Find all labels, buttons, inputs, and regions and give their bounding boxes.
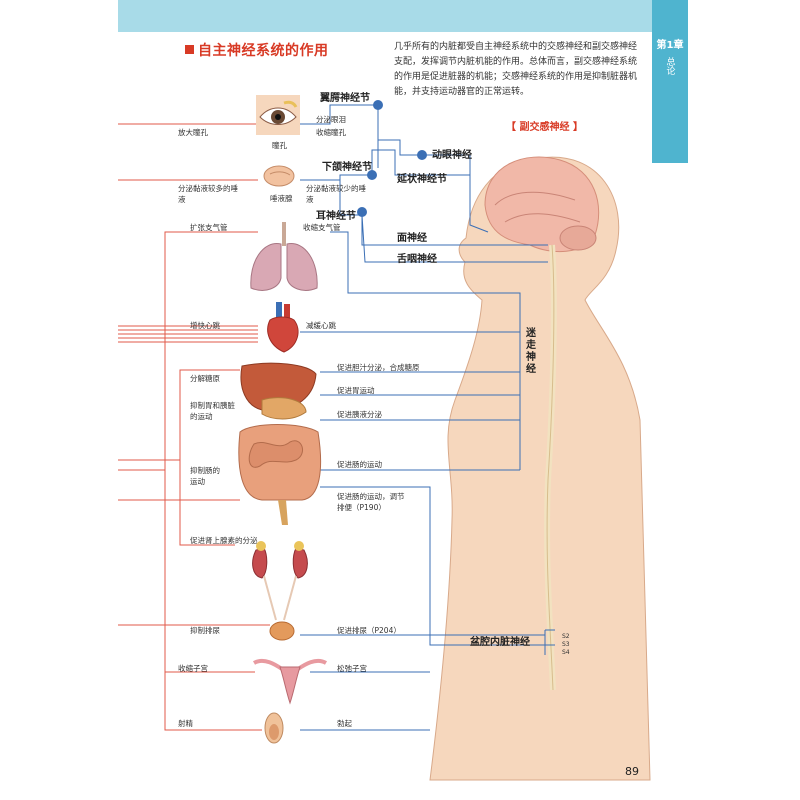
- sym-glycogen: 分解糖原: [190, 374, 220, 383]
- testis-illustration: [262, 710, 286, 750]
- body-silhouette: [429, 156, 651, 781]
- parasympathetic-title: 【 副交感神经 】: [506, 122, 583, 133]
- sym-bronchus: 扩张支气管: [190, 223, 228, 232]
- nerve-submandibular: 下颌神经节: [322, 162, 372, 173]
- header-band: [118, 0, 652, 32]
- ganglion-otic: [357, 207, 367, 217]
- sym-pupil: 放大瞳孔: [178, 128, 208, 137]
- para-erection: 勃起: [337, 719, 352, 728]
- para-intestine: 促进肠的运动: [337, 460, 382, 469]
- section-title: 自主神经系统的作用: [185, 40, 329, 60]
- segment-s3: S3: [562, 641, 570, 648]
- para-heart: 减缓心跳: [306, 321, 336, 330]
- para-tears: 分泌眼泪: [316, 115, 346, 124]
- salivary-label: 唾液腺: [270, 194, 293, 203]
- nerve-medulla: 延状神经节: [397, 174, 447, 185]
- intro-paragraph: 几乎所有的内脏都受自主神经系统中的交感神经和副交感神经支配，发挥调节内脏机能的作…: [394, 42, 638, 97]
- kidneys-illustration: [250, 540, 310, 629]
- ganglion-pterygopalatine: [373, 100, 383, 110]
- nerve-facial: 面神经: [397, 233, 427, 244]
- para-bronchus: 收缩支气管: [303, 223, 341, 232]
- ganglion-oculomotor: [417, 150, 427, 160]
- title-square-icon: [185, 45, 194, 54]
- para-urination: 促进排尿（P204）: [337, 626, 401, 635]
- para-pancreas: 促进胰液分泌: [337, 410, 382, 419]
- nerve-vagus: 迷走神经: [526, 328, 536, 375]
- sym-adrenal: 促进肾上腺素的分泌: [190, 536, 258, 545]
- para-stomach: 促进胃运动: [337, 386, 375, 395]
- nerve-pterygopalatine: 翼腭神经节: [320, 93, 370, 104]
- digestive-organs-illustration: [232, 360, 327, 529]
- lungs-illustration: [245, 222, 323, 300]
- cerebellum: [559, 225, 597, 251]
- nerve-oculomotor: 动眼神经: [432, 150, 472, 161]
- eye-illustration: [256, 95, 300, 135]
- sym-ejaculation: 射精: [178, 719, 193, 728]
- uterus-illustration: [250, 655, 330, 709]
- para-uterus: 松弛子宫: [337, 664, 367, 673]
- eye-label: 瞳孔: [272, 141, 287, 150]
- para-pupil: 收缩瞳孔: [316, 128, 346, 137]
- segment-s4: S4: [562, 649, 570, 656]
- para-saliva: 分泌黏液较少的唾液: [306, 184, 366, 204]
- heart-illustration: [262, 302, 302, 358]
- nerve-pelvic: 盆腔内脏神经: [470, 637, 530, 648]
- chapter-tab[interactable]: 第1章 总论: [652, 0, 688, 163]
- chapter-subtitle: 总论: [664, 57, 675, 75]
- ganglion-submandibular: [367, 170, 377, 180]
- salivary-gland-illustration: [262, 163, 296, 193]
- page-number: 89: [625, 765, 639, 778]
- sym-uterus: 收缩子宫: [178, 664, 208, 673]
- sym-stomach: 抑制胃和胰脏的运动: [190, 401, 235, 421]
- nerve-glossopharyngeal: 舌咽神经: [397, 254, 437, 265]
- sym-heart: 增快心跳: [190, 321, 220, 330]
- para-bile: 促进胆汁分泌，合成糖原: [337, 363, 420, 372]
- chapter-number: 第1章: [656, 40, 684, 51]
- sym-urination: 抑制排尿: [190, 626, 220, 635]
- para-defecation: 促进肠的运动，调节排便（P190）: [337, 492, 405, 512]
- sym-intestine: 抑制肠的运动: [190, 466, 220, 486]
- segment-s2: S2: [562, 633, 570, 640]
- sym-saliva: 分泌黏液较多的唾液: [178, 184, 238, 204]
- nerve-otic: 耳神经节: [316, 211, 356, 222]
- bladder-illustration: [268, 620, 296, 646]
